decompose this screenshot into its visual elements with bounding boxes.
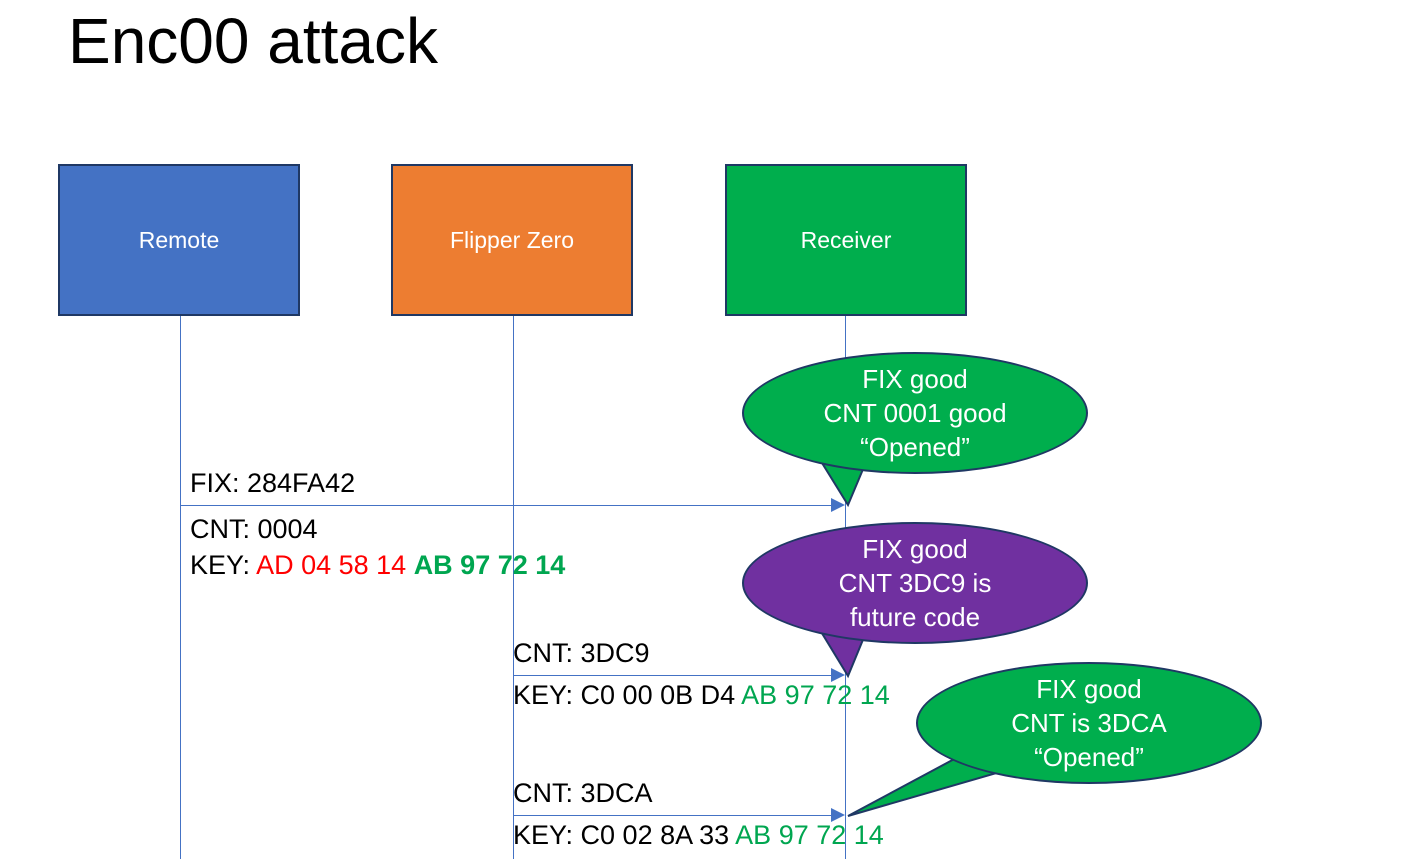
callout-receiver-response-2: FIX good CNT 3DC9 is future code (742, 522, 1088, 644)
actor-box-flipper-zero: Flipper Zero (391, 164, 633, 316)
message-label-flipper2-key: KEY: C0 02 8A 33 AB 97 72 14 (513, 816, 884, 855)
message-line-flipper-to-receiver-1 (513, 675, 832, 676)
message-label-flipper2-cnt: CNT: 3DCA (513, 778, 653, 808)
callout-1-line-3: “Opened” (860, 432, 970, 462)
message-label-remote-key: KEY: AD 04 58 14 AB 97 72 14 (190, 546, 565, 585)
actor-label-remote: Remote (138, 226, 220, 253)
actor-label-receiver: Receiver (800, 226, 892, 253)
callout-1-line-1: FIX good (862, 364, 968, 394)
callout-3-line-2: CNT is 3DCA (1011, 708, 1167, 738)
callout-receiver-response-1: FIX good CNT 0001 good “Opened” (742, 352, 1088, 474)
callout-1-line-2: CNT 0001 good (823, 398, 1007, 428)
key-green-flipper2: AB 97 72 14 (735, 820, 884, 850)
key-space-remote (406, 550, 414, 580)
message-line-flipper-to-receiver-2 (513, 815, 832, 816)
callout-3-line-1: FIX good (1036, 674, 1142, 704)
actor-box-remote: Remote (58, 164, 300, 316)
message-label-flipper1-cnt: CNT: 3DC9 (513, 638, 650, 668)
page-title: Enc00 attack (68, 5, 438, 77)
actor-label-flipper-zero: Flipper Zero (450, 226, 574, 253)
key-green-flipper1: AB 97 72 14 (741, 680, 890, 710)
message-label-remote-fix: FIX: 284FA42 (190, 468, 356, 498)
callout-receiver-response-3: FIX good CNT is 3DCA “Opened” (916, 662, 1262, 784)
message-line-remote-to-receiver (180, 505, 832, 506)
key-prefix-flipper2: KEY: C0 02 8A 33 (513, 820, 736, 850)
key-green-remote: AB 97 72 14 (413, 550, 566, 580)
callout-2-line-1: FIX good (862, 534, 968, 564)
key-prefix-remote: KEY: (190, 550, 257, 580)
key-red-remote: AD 04 58 14 (256, 550, 407, 580)
lifeline-flipper-zero (513, 316, 514, 859)
lifeline-remote (180, 316, 181, 859)
callout-2-line-2: CNT 3DC9 is (838, 568, 992, 598)
message-label-remote-cnt: CNT: 0004 (190, 514, 318, 544)
actor-box-receiver: Receiver (725, 164, 967, 316)
callout-3-line-3: “Opened” (1034, 742, 1144, 772)
key-prefix-flipper1: KEY: C0 00 0B D4 (513, 680, 742, 710)
callout-2-line-3: future code (849, 602, 981, 632)
message-label-flipper1-key: KEY: C0 00 0B D4 AB 97 72 14 (513, 676, 890, 715)
message-arrowhead-1 (831, 498, 845, 512)
message-arrowhead-3 (831, 808, 845, 822)
